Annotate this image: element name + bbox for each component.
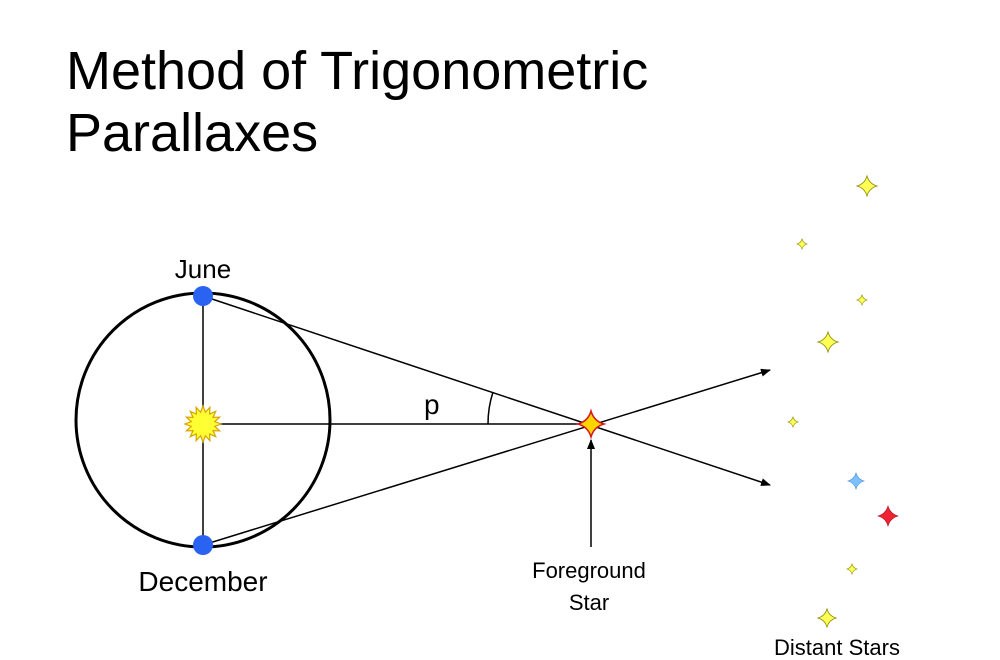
june-label: June	[175, 254, 231, 284]
parallax-angle-label: p	[424, 389, 440, 420]
slide-title: Method of Trigonometric Parallaxes	[66, 40, 648, 164]
title-line-2: Parallaxes	[66, 103, 319, 163]
december-label: December	[138, 566, 267, 597]
title-line-1: Method of Trigonometric	[66, 41, 649, 101]
distant-star-icon	[855, 174, 879, 198]
parallax-angle-arc	[487, 391, 494, 425]
distant-star-icon	[846, 471, 866, 491]
distant-star-icon	[845, 562, 859, 576]
december-sight-line	[202, 368, 771, 546]
foreground-star-label-line-2: Star	[569, 590, 609, 615]
distant-star-icon	[795, 237, 809, 251]
foreground-star-label-line-1: Foreground	[532, 558, 646, 583]
june-sight-line	[202, 295, 771, 486]
foreground-star-icon	[575, 408, 607, 440]
distant-star-icon	[816, 330, 840, 354]
sun-icon	[183, 404, 223, 444]
distant-star-icon	[876, 504, 900, 528]
earth-dot-icon	[193, 535, 213, 555]
earth-dot-icon	[193, 286, 213, 306]
distant-star-icon	[786, 415, 800, 429]
distant-star-icon	[816, 607, 838, 629]
distant-star-icon	[855, 293, 869, 307]
distant-stars-label: Distant Stars	[774, 635, 900, 660]
